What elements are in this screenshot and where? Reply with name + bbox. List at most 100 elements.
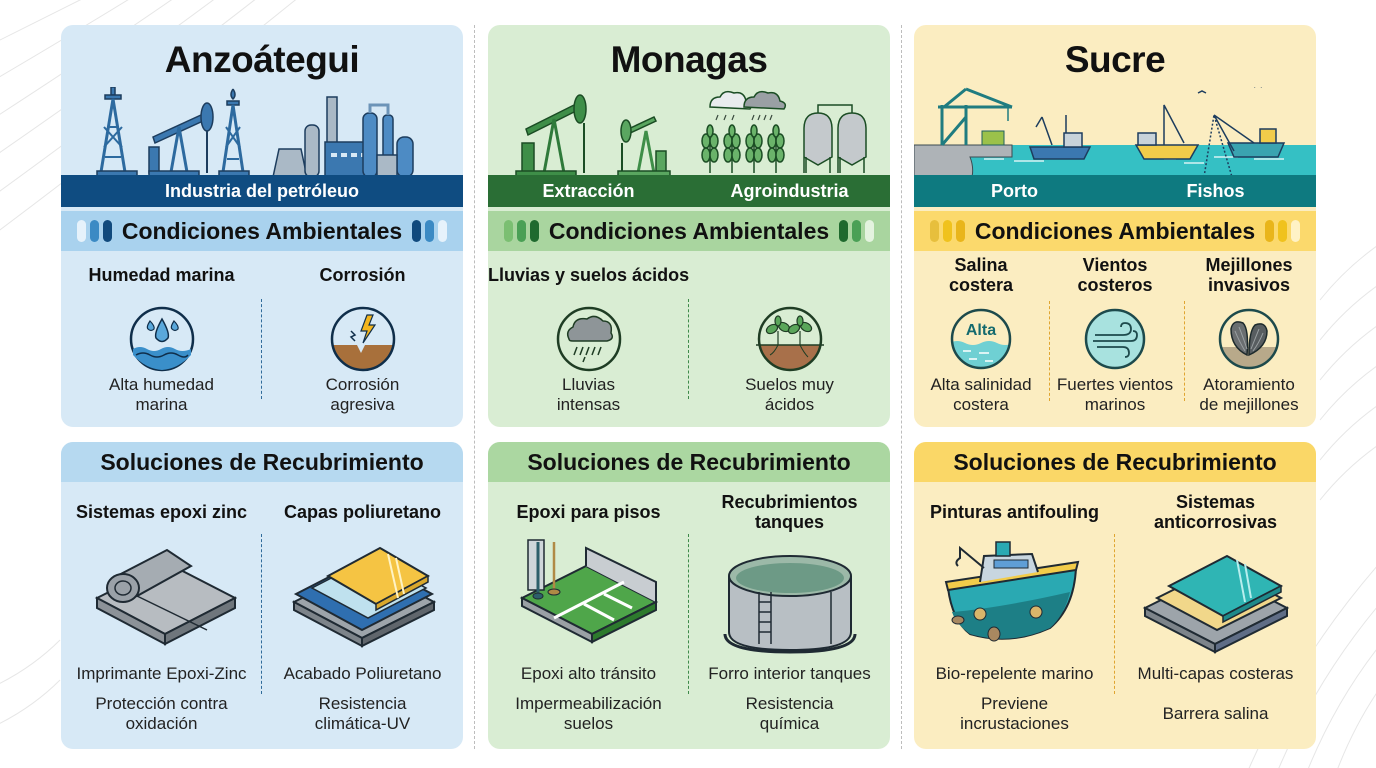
solution-label: Epoxi para pisos bbox=[516, 502, 661, 522]
solutions-card: Soluciones de Recubrimiento Pinturas ant… bbox=[914, 442, 1316, 749]
region-title: Sucre bbox=[1064, 39, 1166, 80]
trawler-net-icon bbox=[1197, 87, 1286, 177]
item-divider bbox=[261, 299, 262, 399]
solutions-heading: Soluciones de Recubrimiento bbox=[61, 442, 463, 482]
tug-boat-icon bbox=[1028, 115, 1092, 160]
water-drops-icon bbox=[129, 306, 194, 372]
item-divider bbox=[1184, 301, 1185, 401]
region-title: Anzoátegui bbox=[164, 39, 360, 80]
column-sucre: Sucre bbox=[914, 25, 1316, 749]
antifouling-boat-icon bbox=[944, 541, 1079, 642]
column-anzoategui: Anzoátegui bbox=[61, 25, 463, 749]
polyurethane-layers-icon bbox=[291, 546, 436, 648]
solution-name: Multi-capas costeras bbox=[1137, 664, 1294, 683]
decorative-pills bbox=[839, 220, 875, 242]
anticorrosive-layers-icon bbox=[1142, 554, 1289, 654]
fishing-boat-icon bbox=[1134, 104, 1200, 160]
solution-name: Bio-repelente marino bbox=[935, 664, 1094, 683]
oil-derrick-icon bbox=[96, 87, 138, 177]
conditions-heading: Condiciones Ambientales bbox=[914, 211, 1316, 251]
decorative-pills bbox=[412, 220, 448, 242]
industry-banner: Extracción Agroindustria bbox=[488, 175, 890, 207]
rain-cloud-icon bbox=[556, 306, 621, 372]
wind-icon bbox=[1084, 308, 1146, 370]
extraction-agro-scene bbox=[515, 90, 867, 177]
condition-label: Corrosión bbox=[319, 265, 406, 285]
pumpjack-icon bbox=[148, 102, 214, 177]
epoxy-floor-icon bbox=[519, 539, 658, 644]
mussels-icon bbox=[1218, 308, 1280, 370]
solutions-list: Pinturas antifouling Bio-repelente marin… bbox=[914, 482, 1316, 749]
solutions-card: Soluciones de Recubrimiento Epoxi para p… bbox=[488, 442, 890, 749]
decorative-pills bbox=[929, 220, 965, 242]
port-fishing-scene bbox=[914, 87, 1316, 177]
solution-item: Sistemas epoxi zinc Imprimante Epoxi-Zin… bbox=[61, 482, 262, 749]
solution-name: Forro interior tanques bbox=[708, 664, 871, 683]
decorative-pills bbox=[76, 220, 112, 242]
small-pumpjack-icon bbox=[617, 116, 671, 177]
condition-label: Vientos costeros bbox=[1077, 255, 1153, 295]
item-divider bbox=[1049, 301, 1050, 401]
condition-label: Mejillones invasivos bbox=[1205, 255, 1293, 295]
item-divider bbox=[688, 299, 689, 399]
solution-label: Sistemas epoxi zinc bbox=[75, 502, 248, 522]
solution-name: Acabado Poliuretano bbox=[283, 664, 442, 683]
banner-label: Fishos bbox=[1186, 180, 1245, 201]
banner-label: Porto bbox=[991, 180, 1038, 201]
conditions-card: Monagas bbox=[488, 25, 890, 427]
item-divider bbox=[1114, 534, 1115, 694]
condition-label: Salina costera bbox=[948, 255, 1014, 295]
refinery-icon bbox=[272, 96, 414, 177]
column-monagas: Monagas bbox=[488, 25, 890, 749]
silo-icon bbox=[803, 104, 867, 173]
solutions-heading: Soluciones de Recubrimiento bbox=[914, 442, 1316, 482]
column-divider bbox=[474, 25, 475, 749]
conditions-card: Sucre bbox=[914, 25, 1316, 427]
saline-water-icon: Alta bbox=[950, 308, 1012, 370]
oil-industry-scene bbox=[96, 87, 414, 177]
condition-label: Humedad marina bbox=[88, 265, 235, 285]
zinc-roll-icon bbox=[94, 548, 237, 646]
decorative-pills bbox=[1265, 220, 1301, 242]
item-divider bbox=[261, 534, 262, 694]
solution-description: Barrera salina bbox=[1162, 704, 1269, 723]
banner-label: Industria del petróleuo bbox=[164, 180, 360, 201]
conditions-card: Anzoátegui bbox=[61, 25, 463, 427]
solution-label: Pinturas antifouling bbox=[930, 502, 1099, 522]
industry-banner: Porto Fishos bbox=[914, 175, 1316, 207]
solution-label: Capas poliuretano bbox=[283, 502, 442, 522]
solutions-list: Sistemas epoxi zinc Imprimante Epoxi-Zin… bbox=[61, 482, 463, 749]
svg-text:Alta: Alta bbox=[966, 322, 996, 339]
solutions-card: Soluciones de Recubrimiento Sistemas epo… bbox=[61, 442, 463, 749]
region-title: Monagas bbox=[610, 39, 768, 80]
solutions-heading: Soluciones de Recubrimiento bbox=[488, 442, 890, 482]
tank-icon bbox=[723, 555, 856, 654]
banner-label: Extracción bbox=[542, 180, 635, 201]
solution-item: Capas poliuretano Acabado Poliuretano Re… bbox=[262, 482, 463, 749]
solution-name: Epoxi alto tránsito bbox=[520, 664, 657, 683]
solution-item: Epoxi para pisos Epoxi alto tránsito Imp… bbox=[488, 482, 689, 749]
banner-label: Agroindustria bbox=[730, 180, 849, 201]
